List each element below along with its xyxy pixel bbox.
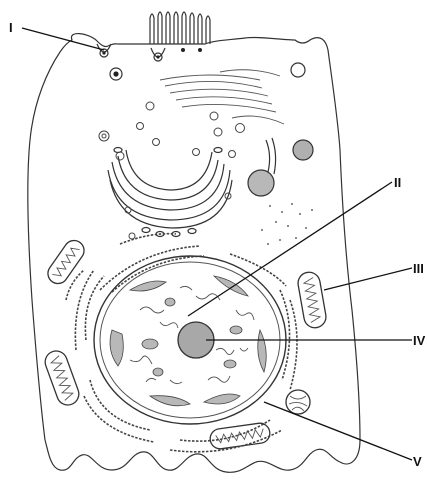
mitochondrion-left-top (44, 237, 88, 288)
smooth-er (160, 70, 284, 124)
centrioles (266, 138, 276, 174)
label-IV: IV (413, 333, 426, 348)
mitochondrion-left-bottom (42, 348, 82, 408)
mitochondrion-cross-section (286, 390, 310, 414)
label-III: III (413, 261, 424, 276)
label-I: I (9, 20, 13, 35)
cell-membrane (28, 34, 360, 473)
leader-lines (22, 28, 412, 460)
mitochondrion-right (296, 271, 327, 330)
lysosomes (248, 140, 313, 196)
golgi-apparatus (108, 148, 232, 237)
mitochondrion-bottom (209, 422, 271, 450)
label-II: II (394, 175, 401, 190)
surface-vesicles (97, 44, 305, 80)
microvilli (150, 12, 210, 44)
label-V: V (413, 454, 422, 469)
